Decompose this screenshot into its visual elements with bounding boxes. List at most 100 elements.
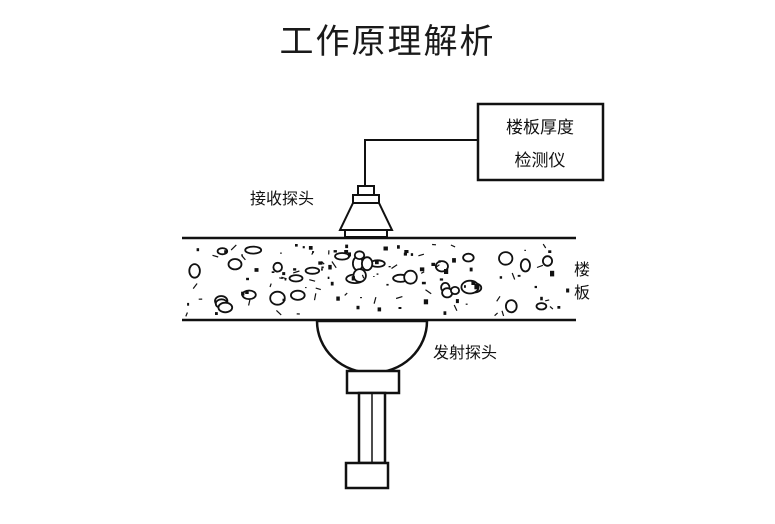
aggregate-dash [536, 264, 544, 269]
aggregate-dash [391, 264, 398, 269]
aggregate-dash [418, 253, 425, 257]
aggregate-speck [540, 296, 543, 301]
aggregate-stone [535, 302, 548, 311]
aggregate-speck [474, 283, 479, 290]
aggregate-dash [395, 296, 403, 300]
aggregate-dash [450, 244, 456, 248]
aggregate-speck [345, 244, 349, 249]
aggregate-dash [230, 244, 237, 251]
aggregate-dash [309, 279, 316, 282]
aggregate-speck [254, 268, 259, 272]
aggregate-stone [304, 266, 321, 275]
aggregate-speck [443, 311, 447, 315]
transmitter-probe [315, 319, 429, 490]
aggregate-stone [244, 245, 263, 255]
aggregate-speck [224, 250, 228, 253]
aggregate-dash [496, 295, 501, 302]
aggregate-speck [431, 262, 436, 266]
floor-slab [182, 236, 576, 322]
aggregate-stone [334, 252, 351, 261]
aggregate-speck [388, 266, 391, 268]
aggregate-speck [452, 258, 456, 263]
aggregate-speck [557, 306, 561, 309]
transmitter-probe-label: 发射探头 [433, 343, 497, 362]
instrument-label-line1: 楼板厚度 [506, 118, 574, 138]
aggregate-speck [421, 281, 426, 285]
aggregate-speck [465, 303, 468, 305]
aggregate-dash [279, 277, 283, 280]
aggregate-stone [449, 285, 460, 295]
aggregate-speck [241, 254, 243, 256]
aggregate-dash [185, 312, 188, 317]
signal-cable [364, 139, 478, 188]
aggregate-stone [288, 274, 304, 283]
aggregate-stone [542, 255, 554, 267]
aggregate-speck [330, 281, 334, 286]
aggregate-dash [344, 292, 348, 296]
aggregate-stone [462, 252, 475, 263]
aggregate-speck [245, 291, 249, 294]
aggregate-speck [397, 245, 400, 249]
aggregate-speck [375, 260, 379, 265]
aggregate-speck [469, 267, 473, 272]
aggregate-stone [241, 289, 257, 301]
aggregate-speck [187, 302, 190, 306]
aggregate-stone [519, 258, 531, 273]
aggregate-dash [313, 293, 317, 301]
aggregate-dash [501, 310, 505, 317]
aggregate-dash [420, 271, 425, 274]
aggregate-dash [248, 299, 251, 306]
thickness-gauge-instrument: 楼板厚度 检测仪 [476, 102, 605, 182]
aggregate-dash [545, 299, 550, 302]
aggregate-dash [542, 243, 547, 249]
aggregate-speck [308, 246, 313, 250]
aggregate-speck [333, 250, 337, 253]
aggregate-stone [217, 301, 234, 314]
aggregate-dash [549, 306, 554, 310]
aggregate-speck [566, 288, 570, 293]
aggregate-dash [275, 309, 282, 316]
aggregate-speck [373, 276, 375, 277]
aggregate-speck [377, 307, 382, 312]
aggregate-speck [246, 277, 249, 281]
aggregate-speck [302, 246, 305, 249]
aggregate-speck [517, 274, 521, 277]
aggregate-speck [403, 252, 407, 256]
aggregate-speck [455, 299, 459, 304]
aggregate-stone [269, 290, 286, 306]
aggregate-speck [295, 244, 298, 247]
aggregate-speck [347, 252, 351, 257]
aggregate-stone [227, 258, 243, 271]
aggregate-dash [321, 261, 325, 265]
aggregate-speck [386, 283, 389, 286]
aggregate-speck [360, 297, 362, 299]
aggregate-speck [293, 268, 297, 271]
aggregate-speck [404, 250, 409, 254]
aggregate-speck [383, 246, 388, 251]
aggregate-speck [282, 272, 286, 276]
aggregate-speck [284, 278, 287, 281]
aggregate-dash [315, 287, 321, 291]
concrete-aggregate [185, 243, 570, 317]
aggregate-dash [435, 264, 440, 268]
aggregate-speck [282, 298, 286, 301]
aggregate-speck [327, 276, 330, 279]
aggregate-stone [498, 251, 514, 266]
aggregate-dash [453, 304, 458, 311]
aggregate-speck [423, 299, 429, 305]
aggregate-speck [471, 280, 476, 285]
aggregate-dash [281, 276, 287, 280]
page-title: 工作原理解析 [279, 22, 496, 62]
aggregate-stone [360, 256, 374, 272]
aggregate-dash [373, 296, 377, 304]
aggregate-dash [494, 312, 499, 317]
aggregate-speck [321, 268, 323, 271]
aggregate-dash [269, 283, 272, 288]
aggregate-stone [504, 299, 518, 314]
aggregate-speck [318, 261, 323, 265]
receiver-probe-label: 接收探头 [250, 189, 314, 208]
aggregate-speck [398, 307, 402, 309]
slab-label-line2: 板 [574, 283, 590, 302]
instrument-label-line2: 检测仪 [515, 151, 566, 171]
